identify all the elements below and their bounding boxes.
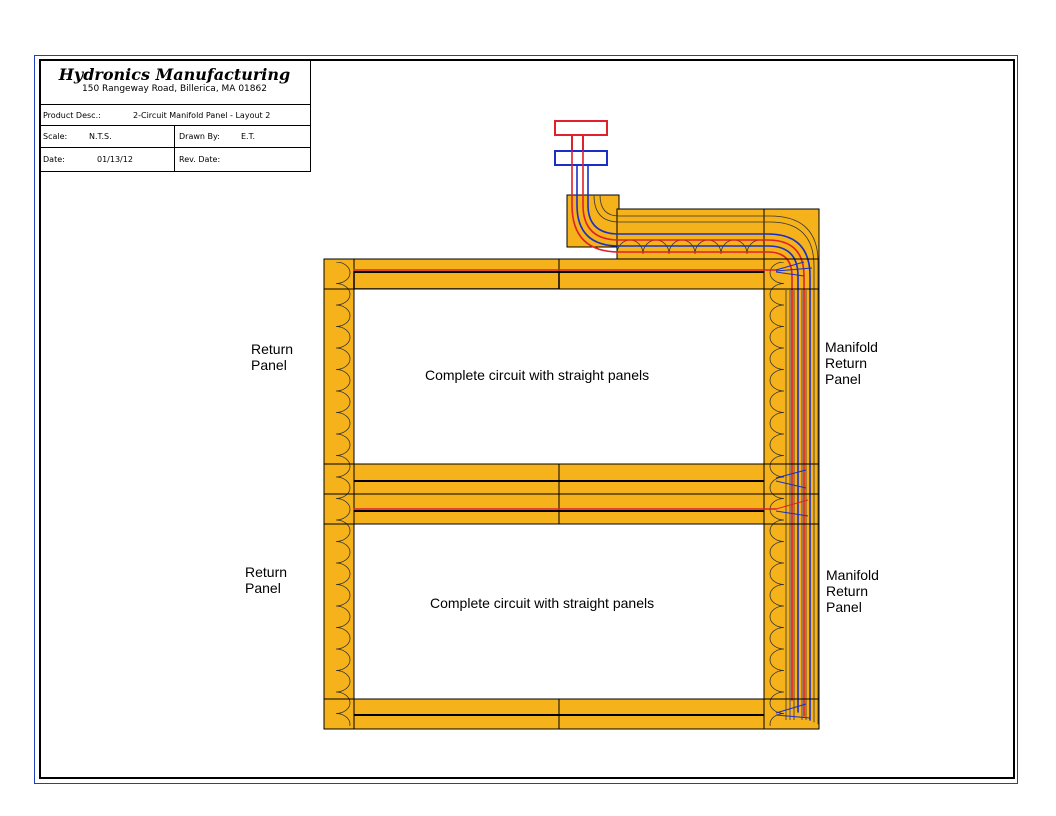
circuit-1-label: Complete circuit with straight panels bbox=[425, 367, 650, 383]
title-block-date-row: Date: 01/13/12 Rev. Date: bbox=[39, 148, 310, 171]
title-block: Hydronics Manufacturing 150 Rangeway Roa… bbox=[39, 59, 311, 172]
scale-label: Scale: bbox=[43, 132, 68, 141]
drawn-by-value: E.T. bbox=[241, 132, 256, 141]
return-manifold bbox=[554, 150, 608, 166]
return-panel-label-2: Return Panel bbox=[245, 564, 287, 596]
drawn-by-label: Drawn By: bbox=[174, 126, 220, 147]
scale-value: N.T.S. bbox=[89, 132, 112, 141]
rev-date-label: Rev. Date: bbox=[174, 148, 220, 171]
manifold-return-panel-label-2: Manifold Return Panel bbox=[826, 567, 879, 615]
title-block-company: Hydronics Manufacturing 150 Rangeway Roa… bbox=[39, 59, 310, 105]
return-panel-label-1: Return Panel bbox=[251, 341, 293, 373]
company-address: 150 Rangeway Road, Billerica, MA 01862 bbox=[82, 84, 267, 94]
supply-pipe-run bbox=[353, 150, 819, 725]
title-block-product-row: Product Desc.: 2-Circuit Manifold Panel … bbox=[39, 105, 310, 126]
sheet-border bbox=[34, 55, 1018, 784]
manifold-return-panel-label-1-text: Manifold Return Panel bbox=[825, 339, 878, 387]
product-desc-value: 2-Circuit Manifold Panel - Layout 2 bbox=[133, 110, 271, 120]
date-value: 01/13/12 bbox=[97, 155, 133, 164]
fan-out-circuit-1 bbox=[775, 261, 813, 719]
manifold-tubes bbox=[785, 290, 807, 720]
right-panel-seams bbox=[324, 258, 819, 700]
manifold-return-panel-label-2-text: Manifold Return Panel bbox=[826, 567, 879, 615]
product-desc-label: Product Desc.: bbox=[43, 110, 101, 120]
return-panel-label-2-text: Return Panel bbox=[245, 564, 288, 596]
return-panel-label-1-text: Return Panel bbox=[251, 341, 294, 373]
circuit-1-bottom-panels bbox=[353, 463, 765, 495]
circuit-2-label: Complete circuit with straight panels bbox=[430, 595, 655, 611]
supply-manifold bbox=[554, 120, 608, 151]
title-block-scale-row: Scale: N.T.S. Drawn By: E.T. bbox=[39, 126, 310, 148]
company-name: Hydronics Manufacturing bbox=[58, 65, 291, 84]
circuit-2-area bbox=[353, 523, 765, 700]
circuit-1-area bbox=[353, 288, 765, 465]
drawing-frame bbox=[39, 59, 1015, 779]
date-label: Date: bbox=[43, 155, 65, 164]
circuit-2-bottom-panels bbox=[353, 698, 765, 730]
manifold-return-panel-label-1: Manifold Return Panel bbox=[825, 339, 878, 387]
circuit-1-top-panels bbox=[353, 258, 765, 290]
